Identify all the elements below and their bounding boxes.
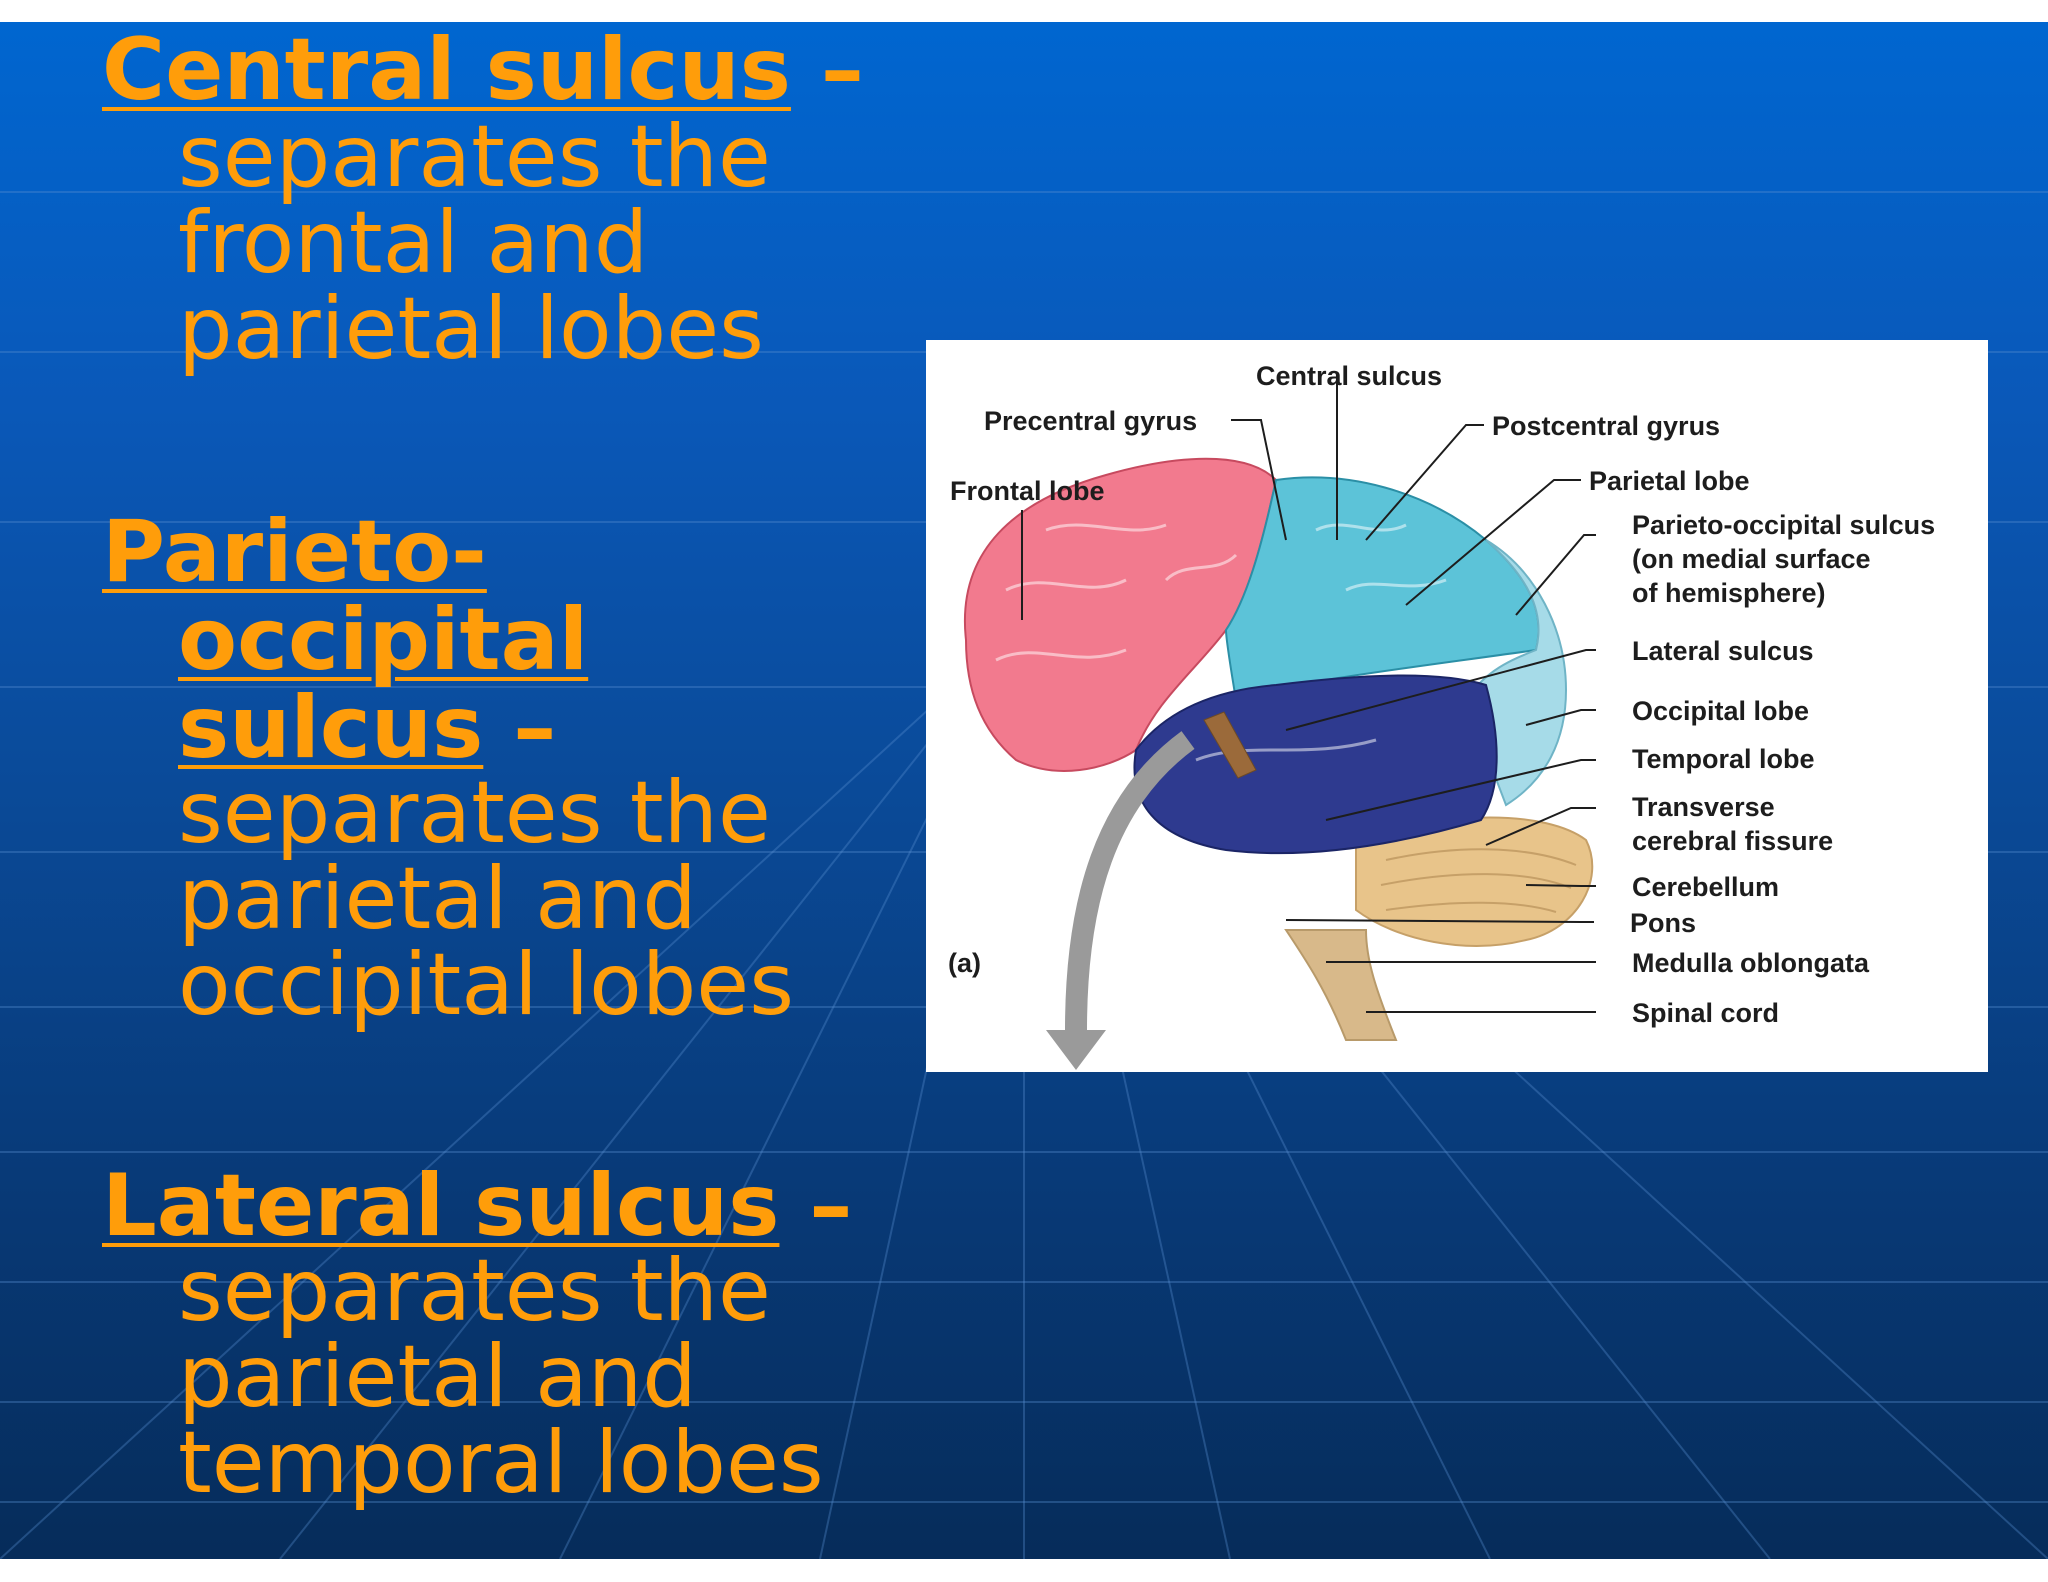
leader-lines	[1021, 375, 1596, 1013]
label-precentral-gyrus: Precentral gyrus	[984, 406, 1197, 436]
definition-line: separates the	[178, 763, 771, 863]
parietal-lobe-shape	[1224, 476, 1540, 702]
brainstem-shape	[1284, 929, 1398, 1041]
term-dash: –	[779, 1156, 853, 1256]
text-block: Central sulcus – separates the frontal a…	[0, 22, 960, 1559]
brain-diagram: Central sulcus Precentral gyrus Postcent…	[948, 361, 1935, 1070]
definition-line: occipital lobes	[178, 935, 795, 1035]
brain-figure: Central sulcus Precentral gyrus Postcent…	[926, 340, 1988, 1072]
label-parietal-lobe: Parietal lobe	[1589, 466, 1750, 496]
label-spinal-cord: Spinal cord	[1632, 998, 1779, 1028]
definition-line: parietal and	[178, 1327, 697, 1427]
label-parieto-occipital-sulcus: Parieto-occipital sulcus	[1632, 510, 1935, 540]
label-occipital-lobe: Occipital lobe	[1632, 696, 1809, 726]
term-dash: –	[483, 678, 557, 778]
label-central-sulcus: Central sulcus	[1256, 361, 1442, 391]
term-name: sulcus	[178, 678, 484, 778]
definition-line: parietal and	[178, 849, 697, 949]
term-central-sulcus: Central sulcus –	[102, 26, 864, 114]
definition-line: temporal lobes	[178, 1413, 824, 1513]
label-temporal-lobe: Temporal lobe	[1632, 744, 1815, 774]
label-postcentral-gyrus: Postcentral gyrus	[1492, 411, 1720, 441]
term-name: occipital	[178, 590, 589, 690]
gyrus-tab	[1203, 711, 1257, 779]
definition-line: separates the	[178, 107, 771, 207]
label-lateral-sulcus: Lateral sulcus	[1632, 636, 1814, 666]
label-parieto-occipital-sulcus-line3: of hemisphere)	[1632, 578, 1826, 608]
term-name: Parieto-	[102, 502, 487, 602]
slide: Central sulcus – separates the frontal a…	[0, 22, 2048, 1559]
gyri-pattern	[995, 523, 1447, 762]
term-dash: –	[790, 22, 864, 120]
term-name-line: occipital	[178, 596, 588, 684]
temporal-lobe-shape	[1133, 674, 1498, 855]
label-transverse-cerebral-fissure-line2: cerebral fissure	[1632, 826, 1833, 856]
gray-arrow-icon	[1065, 731, 1195, 1031]
definition-line: separates the	[178, 1241, 771, 1341]
term-lateral-sulcus: Lateral sulcus –	[102, 1162, 852, 1250]
label-transverse-cerebral-fissure: Transverse	[1632, 792, 1775, 822]
gray-arrow-head	[1046, 1030, 1106, 1070]
term-name: Central sulcus	[102, 22, 791, 120]
term-parieto-occipital-sulcus: Parieto-	[102, 508, 487, 596]
label-cerebellum: Cerebellum	[1632, 872, 1779, 902]
label-frontal-lobe: Frontal lobe	[950, 476, 1105, 506]
definition-line: parietal lobes	[178, 279, 764, 379]
cerebellum-folia	[1380, 848, 1577, 913]
term-name: Lateral sulcus	[102, 1156, 780, 1256]
panel-label: (a)	[948, 948, 981, 978]
term-name-line: sulcus –	[178, 684, 556, 772]
label-pons: Pons	[1630, 908, 1696, 938]
label-parieto-occipital-sulcus-line2: (on medial surface	[1632, 544, 1871, 574]
definition-line: frontal and	[178, 193, 649, 293]
label-medulla-oblongata: Medulla oblongata	[1632, 948, 1870, 978]
